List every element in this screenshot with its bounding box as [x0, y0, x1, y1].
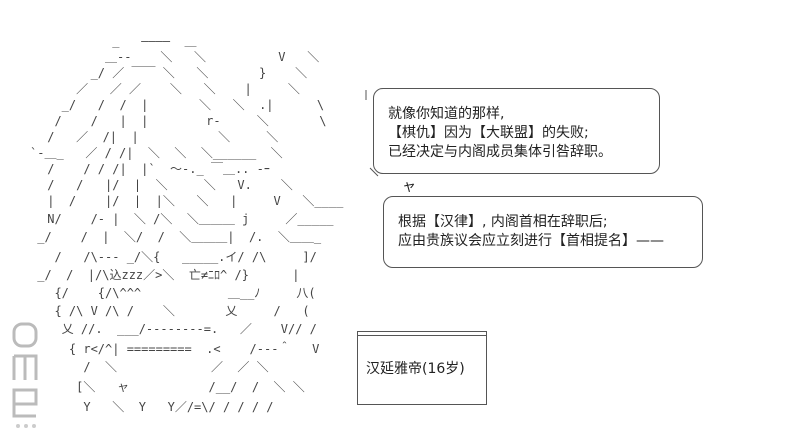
- art-line: [＼ ャ /__/ / ＼ ＼: [40, 380, 305, 394]
- bubble1-line: 【棋仇】因为【大联盟】的失败;: [388, 125, 589, 141]
- character-name-box: 汉延雅帝(16岁): [357, 331, 487, 405]
- art-line: _/ / |/\込zzz／>＼ 亡≠ﾆﾛ^ /} |: [30, 268, 300, 282]
- art-line: {/ {/\^^^ ＿__ﾉ 八(: [40, 286, 316, 300]
- art-line: / /\--- _/＼{ _____.イ/ /\ ]/: [40, 250, 317, 264]
- art-line: _ ―――― ＿: [40, 34, 197, 48]
- bubble1-line: 就像你知道的那样,: [388, 106, 505, 122]
- art-line: { /\ V /\ / ＼ 乂 / (: [40, 304, 310, 318]
- namebox-top-rule: [358, 331, 486, 336]
- art-line: | / |/ | |＼ ＼ | V ＼____: [40, 194, 344, 208]
- speech-bubble-2: 根据【汉律】, 内阁首相在辞职后; 应由贵族议会应立刻进行【首相提名】——: [383, 196, 703, 268]
- art-line: Y ＼ Y Y／/=\/ / / / /: [40, 400, 274, 414]
- art-line: _/ ／ ￣￣ ＼ ＼ } ＼: [40, 66, 308, 80]
- art-line: / ＼ ／ ／ ＼: [40, 360, 269, 374]
- bubble2-line: 根据【汉律】, 内阁首相在辞职后;: [398, 214, 608, 230]
- art-line: _/ / / | ＼ ＼ .| \: [40, 98, 325, 112]
- art-line: / / | | r‐ ＼ \: [40, 114, 327, 128]
- art-line: N/ /‐ | ＼ /＼ ＼＿＿＿ j ／_____: [40, 212, 334, 226]
- bubble1-line: 已经决定与内阁成员集体引咎辞职。: [388, 144, 612, 160]
- art-line: _/ / | ＼/ / ＼＿＿＿| /. ＼＿＿_: [30, 230, 322, 244]
- art-line: ＿-- ＼ ＼ V ＼: [40, 50, 320, 64]
- art-line: { r</^| ========= .< /---＾ V: [40, 342, 320, 356]
- bubble2-line: 应由贵族议会应立刻进行【首相提名】——: [398, 233, 664, 249]
- art-line: 乂 //. ___/--------=. ／ V// /: [40, 322, 317, 336]
- bubble2-marker: ャ: [402, 179, 416, 195]
- character-name-label: 汉延雅帝(16岁): [366, 361, 465, 377]
- watermark-logo: [12, 322, 38, 428]
- speech-bubble-1: 就像你知道的那样, 【棋仇】因为【大联盟】的失败; 已经决定与内阁成员集体引咎辞…: [373, 88, 660, 174]
- art-line: / / |/ | ＼ ＼ V. ＼: [40, 178, 293, 192]
- art-line: ／ ／ ／ ＼ ＼ | ＼: [40, 82, 300, 96]
- art-line: / / / /| |` ～-._ ￣＿.. -ｰ: [40, 162, 270, 176]
- art-line: / ／ /| | ＼ ＼: [40, 130, 279, 144]
- art-line: `-＿_ ／ / /| ＼ ＼ ＼______ ＼: [30, 146, 283, 160]
- bubble-tail-lines: [365, 90, 379, 177]
